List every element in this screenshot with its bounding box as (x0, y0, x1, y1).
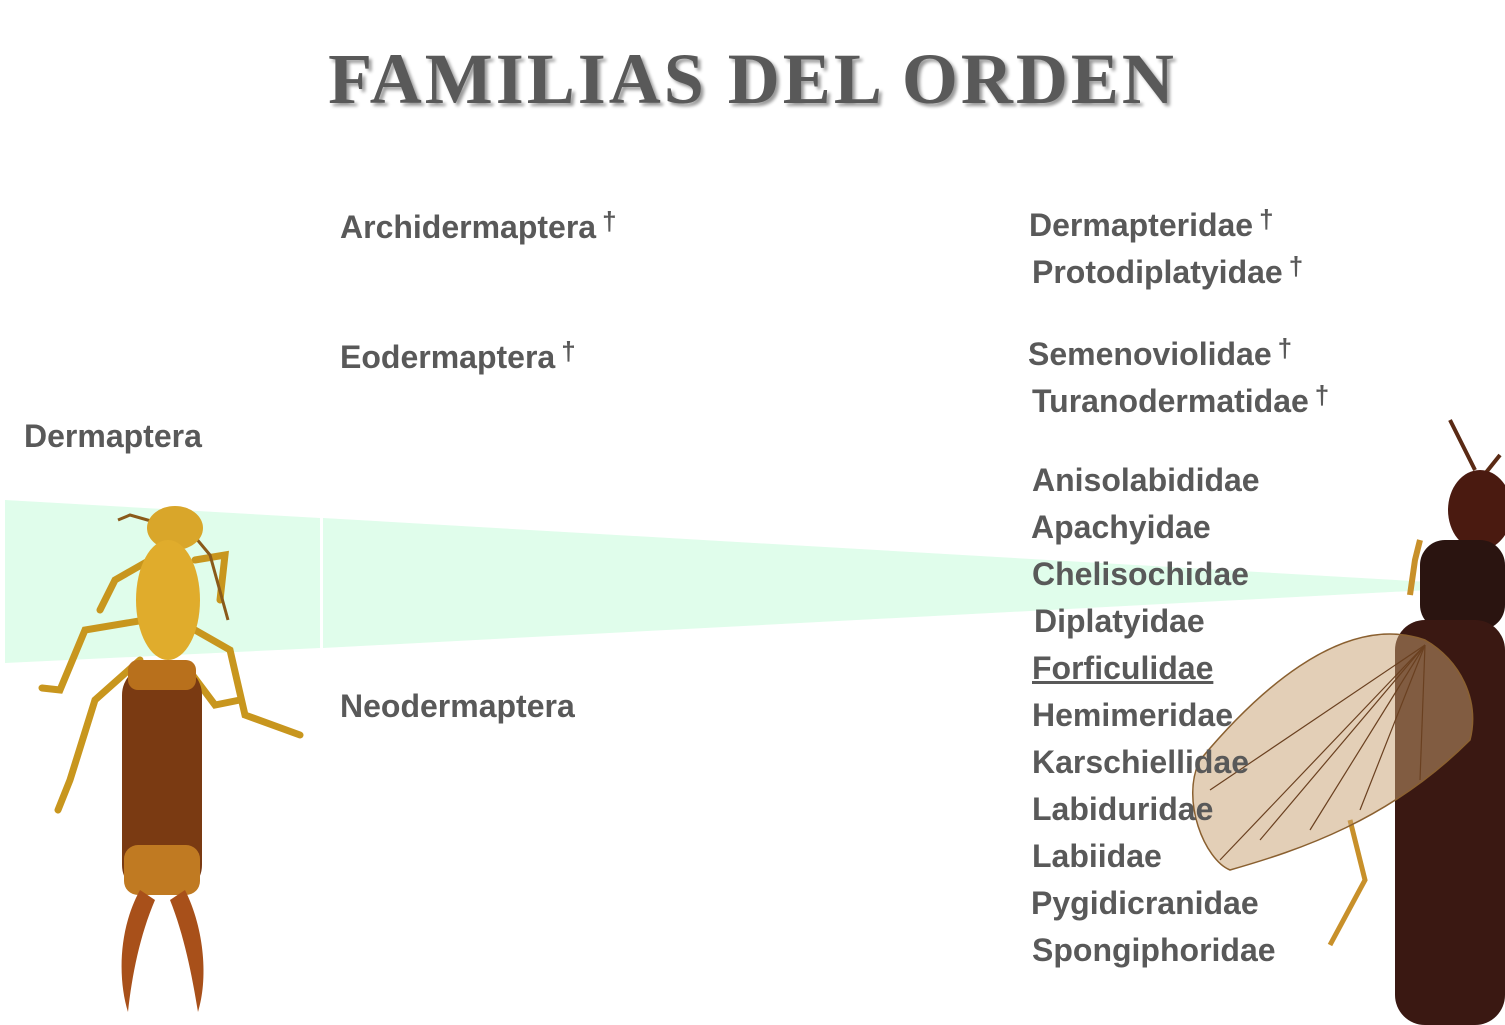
slide-title: FAMILIAS DEL ORDEN (328, 39, 1177, 119)
extinct-dagger-icon: † (561, 336, 576, 366)
family-label-text: Turanodermatidae (1032, 383, 1309, 419)
zoom-band-right (323, 518, 1430, 648)
family-label: Forficulidae (1032, 650, 1213, 687)
family-label-text: Chelisochidae (1032, 556, 1249, 592)
family-label: Diplatyidae (1034, 603, 1205, 640)
family-label: Chelisochidae (1032, 556, 1249, 593)
earwig-photo-left (38, 506, 304, 1012)
family-label-text: Spongiphoridae (1032, 932, 1276, 968)
earwig-photo-right (1191, 419, 1505, 1025)
suborder-label: Neodermaptera (340, 688, 575, 725)
family-label: Anisolabididae (1032, 462, 1260, 499)
family-label-text: Diplatyidae (1034, 603, 1205, 639)
family-label: Apachyidae (1031, 509, 1211, 546)
extinct-dagger-icon: † (1259, 204, 1274, 234)
suborder-label: Eodermaptera† (340, 336, 576, 376)
suborder-label-text: Archidermaptera (340, 209, 597, 245)
family-label-text: Hemimeridae (1032, 697, 1233, 733)
family-label-text: Apachyidae (1031, 509, 1211, 545)
extinct-dagger-icon: † (1314, 380, 1330, 410)
family-label: Spongiphoridae (1032, 932, 1276, 969)
suborder-label-text: Eodermaptera (340, 339, 556, 375)
family-label-text: Labiidae (1032, 838, 1162, 874)
family-label-text: Protodiplatyidae (1032, 254, 1283, 290)
family-label: Karschiellidae (1032, 744, 1249, 781)
family-label: Turanodermatidae† (1032, 380, 1329, 420)
family-label: Dermapteridae† (1029, 204, 1274, 244)
family-label-text: Pygidicranidae (1031, 885, 1259, 921)
family-label-text: Dermapteridae (1029, 207, 1254, 243)
order-label: Dermaptera (24, 418, 202, 454)
suborder-label-text: Neodermaptera (340, 688, 575, 724)
family-label-text: Forficulidae (1032, 650, 1214, 686)
extinct-dagger-icon: † (602, 206, 617, 236)
family-label: Pygidicranidae (1031, 885, 1259, 922)
family-label-text: Karschiellidae (1032, 744, 1249, 780)
extinct-dagger-icon: † (1288, 251, 1304, 281)
family-label-text: Anisolabididae (1032, 462, 1260, 498)
family-label-text: Labiduridae (1032, 791, 1214, 827)
family-label: Semenoviolidae† (1028, 333, 1292, 373)
family-label: Labiduridae (1032, 791, 1213, 828)
family-label-text: Semenoviolidae (1028, 336, 1272, 372)
family-label: Protodiplatyidae† (1032, 251, 1303, 291)
suborder-label: Archidermaptera† (340, 206, 617, 246)
family-label: Labiidae (1032, 838, 1162, 875)
family-label: Hemimeridae (1032, 697, 1233, 734)
extinct-dagger-icon: † (1277, 333, 1293, 363)
